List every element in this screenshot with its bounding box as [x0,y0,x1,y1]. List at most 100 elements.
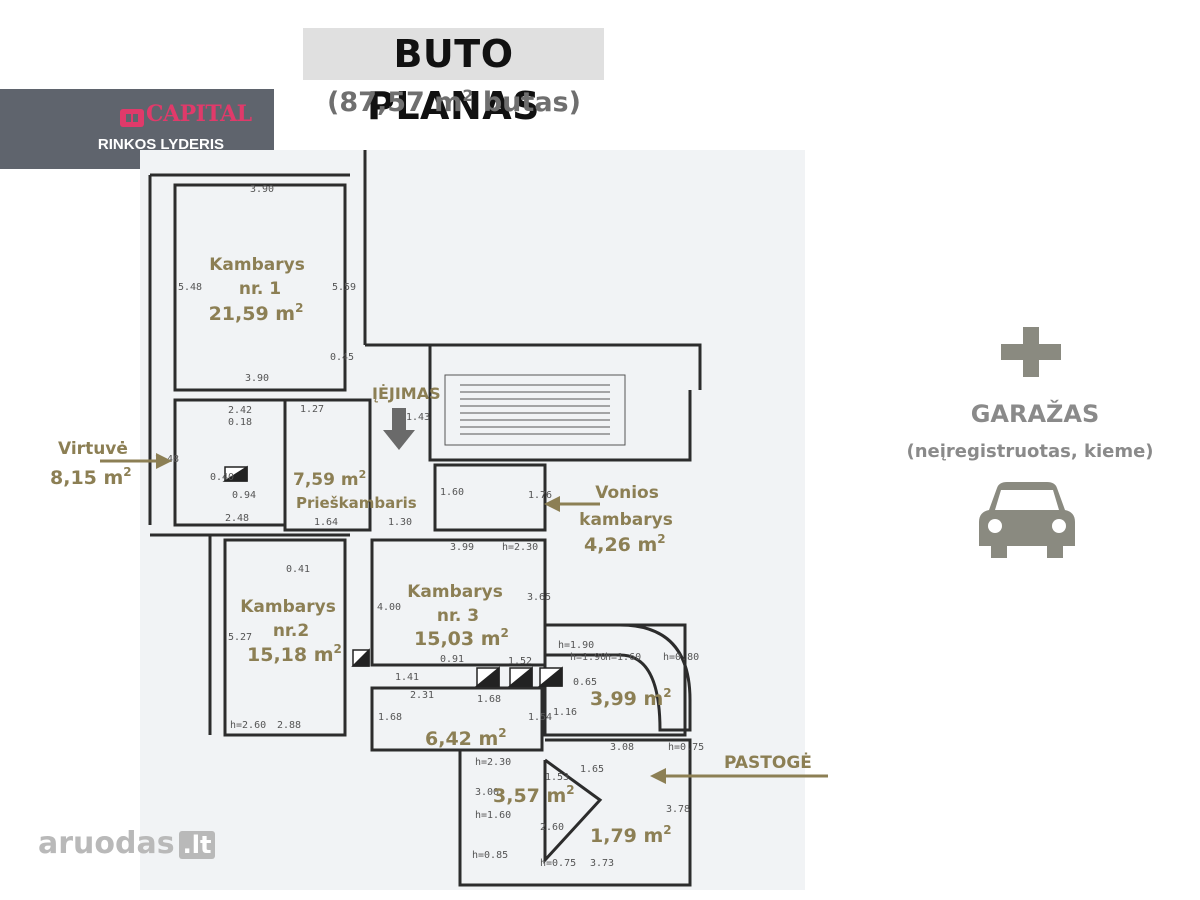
room2-line2: nr.2 [273,621,309,641]
room3-walls [370,538,547,667]
dim-label: h=0.75 [668,742,704,753]
dim-label: 0.18 [228,417,252,428]
dim-label: 2.42 [228,405,252,416]
dim-label: 1.65 [580,764,604,775]
dim-label: 5.48 [178,282,202,293]
dim-label: h=2.60 [230,720,266,731]
room-179-area: 1,79 m2 [590,823,672,847]
kitchen-area-value: 8,15 m [50,467,123,489]
room2-area-value: 15,18 m [247,644,334,666]
subtitle-suffix: butas [482,87,569,118]
dim-label: 1.68 [378,712,402,723]
bathroom-area-value: 4,26 m [584,534,657,556]
stairwell-walls [365,343,702,462]
dim-label: 3.99 [450,542,474,553]
dim-label: 1.43 [406,412,430,423]
dim-label: h=2.30 [502,542,538,553]
dim-label: h=0.75 [540,858,576,869]
dim-label: 5.59 [332,282,356,293]
dim-label: h=1.60 [605,652,641,663]
dim-label: 0.65 [573,677,597,688]
dim-label: h=0.80 [663,652,699,663]
hallway-walls [283,398,372,532]
watermark-tld: .lt [178,831,216,859]
dim-label: h=1.60 [475,810,511,821]
stairs [444,374,626,446]
garage-note: (neįregistruotas, kieme) [906,441,1154,462]
entrance-label: ĮĖJIMAS [372,384,441,403]
room3-area-value: 15,03 m [414,628,501,650]
bathroom-walls [433,463,547,532]
dim-label: 3.73 [590,858,614,869]
dim-label: 0.91 [440,654,464,665]
dim-label: h=0.85 [472,850,508,861]
room-642-area: 6,42 m2 [425,726,507,750]
dim-label: 5.27 [228,632,252,643]
attic-inner-wall [543,758,603,864]
dim-label: 1.64 [314,517,338,528]
aruodas-watermark: aruodas.lt [38,826,216,861]
dim-label: h=1.90 [558,640,594,651]
dim-label: 3.78 [666,804,690,815]
capital-logo-icon [120,109,144,127]
dim-label: 1.52 [508,656,532,667]
dim-label: h=2.30 [475,757,511,768]
dim-label: 2.60 [540,822,564,833]
entrance-arrow-icon [383,408,415,450]
room-399-area: 3,99 m2 [590,686,672,710]
page-title: BUTO PLANAS [303,28,604,128]
room-357-area: 3,57 m2 [493,783,575,807]
dim-label: 0.45 [330,352,354,363]
room3-label: Kambarys nr. 3 [407,582,509,626]
dim-label: 1.27 [300,404,324,415]
dim-label: 3.65 [527,592,551,603]
dim-label: 3.90 [250,184,274,195]
dim-label: 1.54 [528,712,552,723]
corridor-walls [370,686,544,752]
dim-label: 1.41 [395,672,419,683]
dim-label: 3.90 [245,373,269,384]
dim-label: 0.94 [232,490,256,501]
hall-area: 7,59 m2 [293,468,366,490]
subtitle-area: 87,57 m [339,87,463,118]
room3-line1: Kambarys [407,582,503,602]
dim-label: 3.00 [475,787,499,798]
dim-label: 1.30 [388,517,412,528]
room3-line2: nr. 3 [437,606,479,626]
attic-label: PASTOGĖ [724,751,812,773]
dim-label: 1.60 [440,487,464,498]
kitchen-name: Virtuvė [58,439,128,459]
kitchen-area: 8,15 m2 [50,465,132,489]
outer-wall-left [148,150,367,525]
dim-label: 0.40 [210,472,234,483]
watermark-name: aruodas [38,826,175,861]
page-subtitle: (87,57 m2 butas) [327,86,581,118]
room2-label: Kambarys nr.2 [240,597,342,641]
bathroom-label: Vonios kambarys [579,483,673,530]
room1-area-value: 21,59 m [209,303,296,325]
room1-label: Kambarys nr. 1 [209,255,311,299]
dim-label: 2.48 [225,513,249,524]
room2-line1: Kambarys [240,597,336,617]
dim-label: h=1.90 [570,652,606,663]
room2-walls [223,538,347,737]
brand-name: CAPITAL [146,101,252,127]
label-arrows [100,453,828,784]
hall-name: Prieškambaris [296,494,417,512]
brand-tagline: RINKOS LYDERIS [97,136,225,153]
dim-label: 1.53 [545,772,569,783]
room1-line1: Kambarys [209,255,305,275]
hall-area-value: 7,59 m [293,470,359,490]
plus-icon [1001,327,1061,377]
attic-room-walls [543,623,692,732]
car-icon [979,482,1075,558]
bathroom-line2: kambarys [579,510,673,530]
attic-walls [458,738,692,887]
dim-label: 1.76 [528,490,552,501]
bathroom-area: 4,26 m2 [584,532,666,556]
room1-area: 21,59 m2 [209,301,304,325]
room-179-value: 1,79 m [590,825,663,847]
room-357-value: 3,57 m [493,785,566,807]
dim-label: 1.16 [553,707,577,718]
lower-wall-left [150,533,350,735]
